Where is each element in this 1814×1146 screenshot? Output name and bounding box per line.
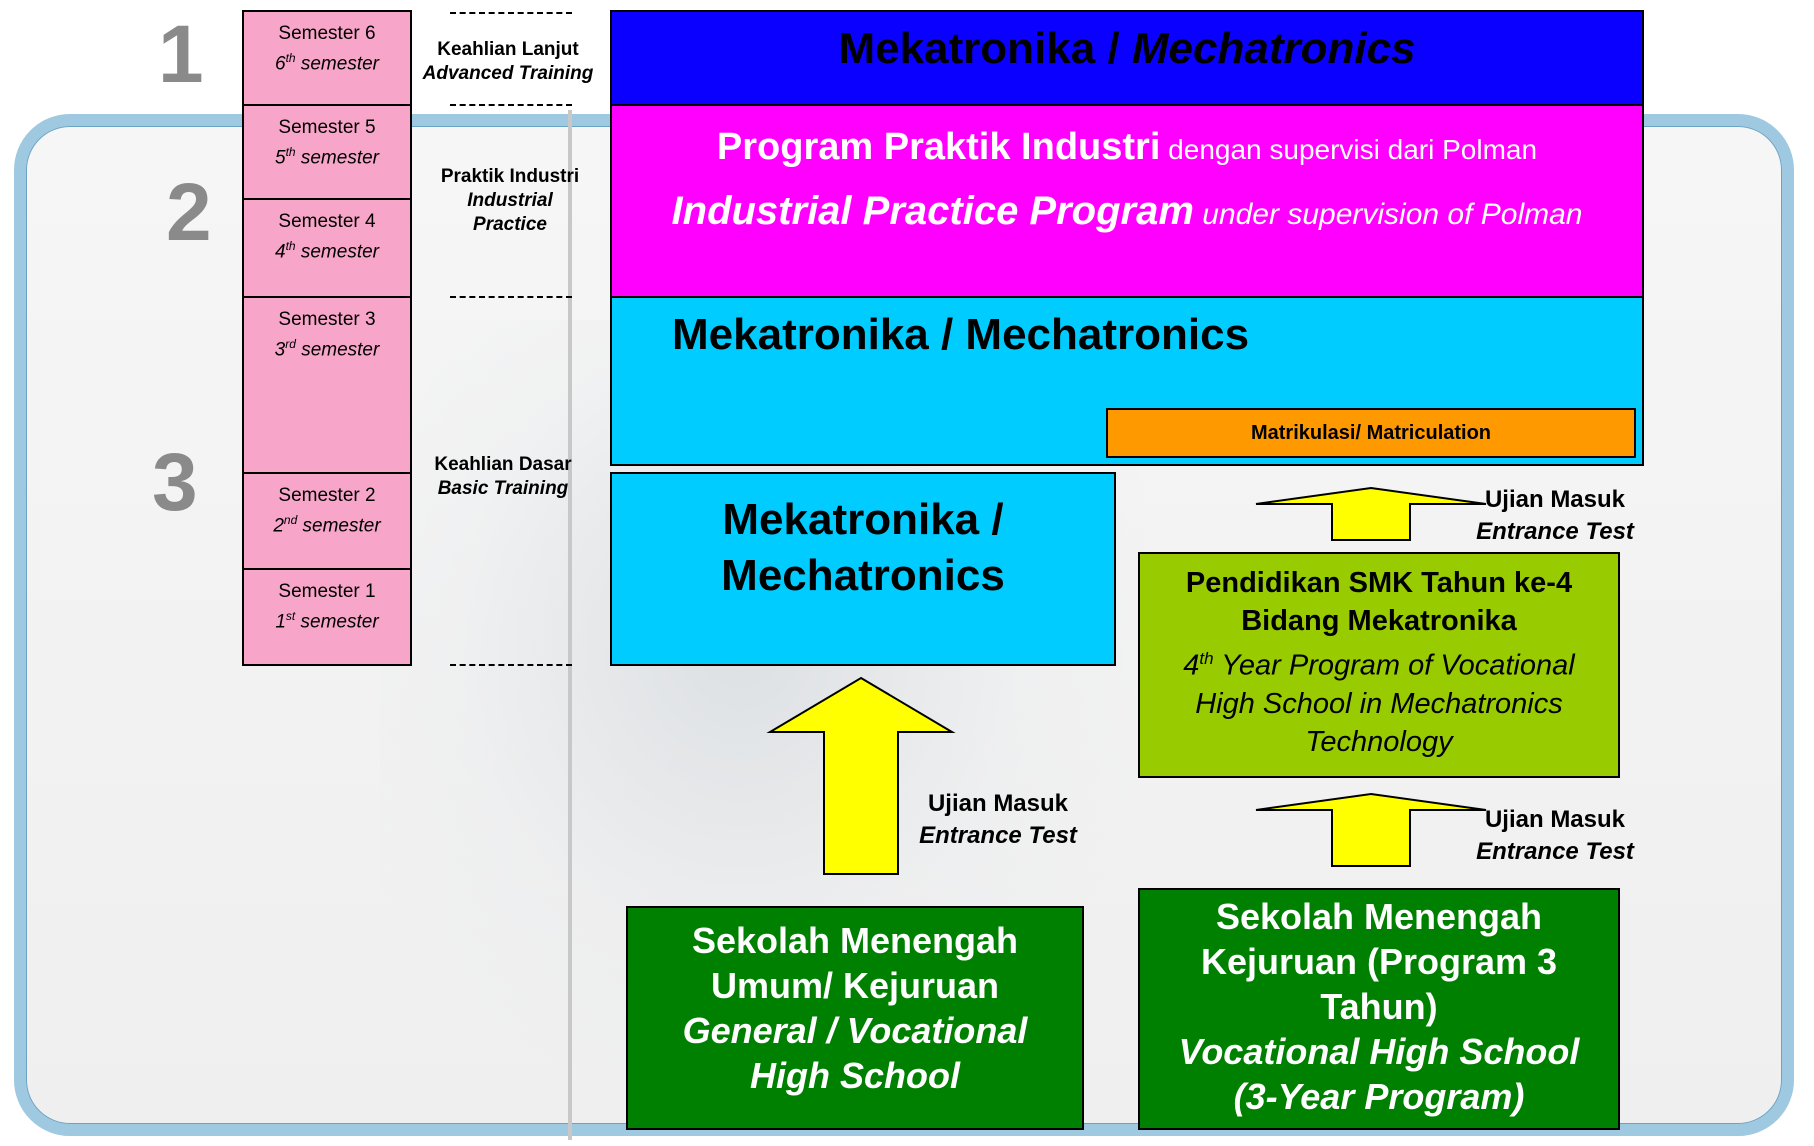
semester-label: Semester 3 — [278, 309, 376, 330]
semester-label: Semester 1 — [278, 581, 376, 602]
basic-block-line-2: Mechatronics — [721, 551, 1005, 600]
semester-label-en: 3rd semester — [274, 337, 380, 361]
entrance-test-en: Entrance Test — [919, 822, 1077, 849]
entrance-test-label: Ujian Masuk Entrance Test — [898, 788, 1098, 852]
semester-label: Semester 2 — [278, 485, 376, 506]
vocational-school-en-line-2: (3-Year Program) — [1233, 1076, 1525, 1117]
general-vocational-school-block: Sekolah Menengah Umum/ Kejuruan General … — [626, 906, 1084, 1130]
general-school-en-line-1: General / Vocational — [682, 1010, 1028, 1051]
advanced-block-id-text: Mekatronika / — [838, 24, 1132, 73]
entrance-test-id: Ujian Masuk — [927, 790, 1069, 817]
general-school-line-1: Sekolah Menengah — [691, 920, 1019, 961]
level-number-3: 3 — [152, 437, 198, 528]
semester-label: Semester 6 — [278, 23, 376, 44]
up-arrow-icon — [1255, 792, 1487, 867]
stage-practice-label: Praktik Industri Industrial Practice — [420, 165, 600, 237]
basic-mechatronics-block: Mekatronika / Mechatronics — [610, 472, 1116, 666]
practice-line-2-rest: under supervision of Polman — [1193, 198, 1583, 231]
smk4-line-1: Pendidikan SMK Tahun ke-4 — [1185, 567, 1573, 599]
stage-advanced-en: Advanced Training — [422, 63, 594, 84]
practice-line-2: Industrial Practice Program under superv… — [612, 189, 1642, 234]
industrial-practice-block: Program Praktik Industri dengan supervis… — [610, 104, 1644, 298]
vocational-school-line-2: Kejuruan (Program 3 — [1200, 941, 1558, 982]
smk4-line-2: Bidang Mekatronika — [1241, 605, 1517, 637]
stage-separator — [450, 104, 572, 106]
semester-6: Semester 6 6th semester — [242, 10, 412, 106]
stage-practice-id: Praktik Industri — [440, 166, 580, 187]
smk-4th-year-block: Pendidikan SMK Tahun ke-4 Bidang Mekatro… — [1138, 552, 1620, 778]
vocational-school-en-line-1: Vocational High School — [1178, 1031, 1580, 1072]
semester-label-en: 6th semester — [274, 51, 379, 75]
vocational-school-line-1: Sekolah Menengah — [1215, 896, 1543, 937]
entrance-test-label: Ujian Masuk Entrance Test — [1460, 484, 1650, 548]
matriculation-block: Matrikulasi/ Matriculation — [1106, 408, 1636, 458]
stage-practice-en-1: Industrial — [467, 190, 553, 211]
semester-label-en: 1st semester — [275, 609, 379, 633]
semester-2: Semester 2 2nd semester — [242, 472, 412, 570]
basic-block-line-1: Mekatronika / — [722, 495, 1004, 544]
level-number-1: 1 — [158, 9, 204, 100]
matriculation-label: Matrikulasi/ Matriculation — [1250, 422, 1492, 444]
semester-4: Semester 4 4th semester — [242, 198, 412, 298]
practice-line-1-rest: dengan supervisi dari Polman — [1160, 134, 1538, 165]
stage-practice-en-2: Practice — [473, 214, 547, 235]
semester-label-en: 5th semester — [274, 145, 379, 169]
semester-label: Semester 5 — [278, 117, 376, 138]
level-number-2: 2 — [166, 167, 212, 258]
practice-line-1-bold: Program Praktik Industri — [716, 126, 1161, 168]
semester-1: Semester 1 1st semester — [242, 568, 412, 666]
entrance-test-en: Entrance Test — [1476, 838, 1634, 865]
up-arrow-icon — [766, 676, 956, 875]
advanced-mechatronics-block: Mekatronika / Mechatronics — [610, 10, 1644, 106]
smk4-en-line-2: High School in Mechatronics — [1195, 687, 1563, 720]
stage-advanced-label: Keahlian Lanjut Advanced Training — [408, 38, 608, 86]
stage-separator — [450, 296, 572, 298]
practice-line-2-bold: Industrial Practice Program — [671, 189, 1194, 233]
semester-label: Semester 4 — [278, 211, 376, 232]
entrance-test-en: Entrance Test — [1476, 518, 1634, 545]
semester-3: Semester 3 3rd semester — [242, 296, 412, 474]
smk4-en-line-3: Technology — [1305, 725, 1453, 758]
up-arrow-icon — [1255, 486, 1487, 541]
stage-basic-label: Keahlian Dasar Basic Training — [410, 453, 596, 501]
smk4-en-line-1: 4th Year Program of Vocational — [1183, 649, 1575, 682]
semester-5: Semester 5 5th semester — [242, 104, 412, 200]
timeline-line — [568, 110, 572, 1140]
stage-separator — [450, 12, 572, 14]
stage-separator — [450, 664, 572, 666]
advanced-block-en-text: Mechatronics — [1131, 24, 1416, 73]
vocational-school-3yr-block: Sekolah Menengah Kejuruan (Program 3 Tah… — [1138, 888, 1620, 1130]
semester-label-en: 2nd semester — [273, 513, 381, 537]
entrance-test-id: Ujian Masuk — [1484, 806, 1626, 833]
stage-basic-en: Basic Training — [437, 478, 569, 499]
entrance-test-id: Ujian Masuk — [1484, 486, 1626, 513]
entrance-test-label: Ujian Masuk Entrance Test — [1460, 804, 1650, 868]
semester-label-en: 4th semester — [274, 239, 379, 263]
stage-advanced-id: Keahlian Lanjut — [437, 39, 579, 60]
stage-basic-id: Keahlian Dasar — [434, 454, 572, 475]
vocational-school-line-3: Tahun) — [1320, 986, 1438, 1027]
general-school-line-2: Umum/ Kejuruan — [710, 965, 1000, 1006]
semester3-block-title: Mekatronika / Mechatronics — [672, 310, 1250, 359]
practice-line-1: Program Praktik Industri dengan supervis… — [612, 126, 1642, 169]
general-school-en-line-2: High School — [750, 1055, 960, 1096]
